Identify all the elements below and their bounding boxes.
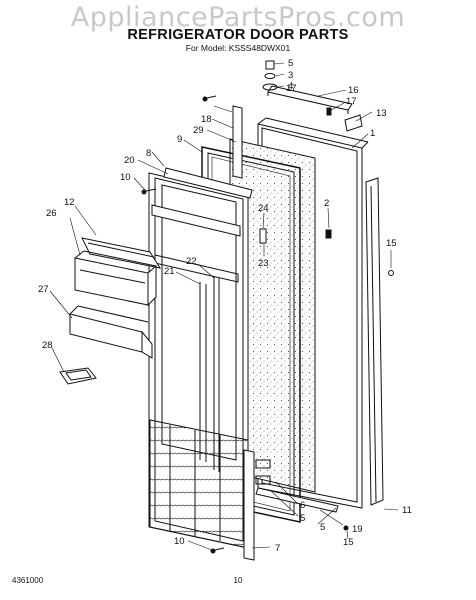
callout-label: 16 bbox=[348, 85, 359, 96]
callout-label: 7 bbox=[275, 543, 280, 554]
leader-lines bbox=[49, 62, 399, 551]
egg-tray bbox=[59, 367, 97, 385]
callout-label: 15 bbox=[386, 238, 397, 249]
watermark: AppliancePartsPros.com bbox=[70, 2, 406, 33]
callout-label: 11 bbox=[402, 505, 412, 516]
footer-page-number: 10 bbox=[233, 576, 243, 585]
callout-label: 5 bbox=[288, 58, 293, 69]
callout-label: 3 bbox=[288, 70, 293, 81]
screws bbox=[141, 95, 394, 554]
page-title: REFRIGERATOR DOOR PARTS bbox=[127, 27, 349, 43]
callout-label: 22 bbox=[186, 256, 197, 267]
callout-labels: 5 3 17 4 16 17 13 18 29 1 9 20 8 10 2 24… bbox=[38, 58, 412, 554]
callout-label: 17 bbox=[346, 96, 357, 107]
callout-label: 15 bbox=[343, 537, 354, 548]
callout-label: 8 bbox=[146, 148, 151, 159]
door-trim bbox=[163, 167, 253, 199]
callout-label: 23 bbox=[258, 258, 269, 269]
callout-label: 6 bbox=[300, 500, 305, 511]
callout-label: 20 bbox=[124, 155, 135, 166]
footer-code: 4361000 bbox=[12, 576, 44, 585]
dairy-compartment bbox=[74, 250, 157, 307]
hinge-cover bbox=[344, 114, 363, 132]
callout-label: 2 bbox=[324, 198, 329, 209]
callout-label: 4 bbox=[288, 81, 293, 92]
door-seal-strip bbox=[243, 449, 255, 561]
callout-label: 29 bbox=[193, 125, 204, 136]
callout-label: 28 bbox=[42, 340, 53, 351]
callout-label: 27 bbox=[38, 284, 49, 295]
callout-label: 19 bbox=[352, 524, 363, 535]
model-number: For Model: KSSS48DWX01 bbox=[185, 43, 291, 53]
callout-label: 13 bbox=[376, 108, 387, 119]
callout-label: 10 bbox=[120, 172, 131, 183]
callout-label: 17 bbox=[286, 83, 297, 94]
callout-label: 18 bbox=[201, 114, 212, 125]
door-shelf-bin bbox=[69, 305, 153, 359]
callout-label: 5 bbox=[300, 513, 305, 524]
door-hinge bbox=[267, 85, 353, 114]
hinge-pin-assembly bbox=[262, 60, 278, 91]
dairy-door bbox=[81, 237, 162, 269]
callout-label: 9 bbox=[177, 134, 182, 145]
lower-hinge-bracket bbox=[255, 459, 339, 513]
side-trim-strip bbox=[232, 105, 243, 179]
callout-label: 5 bbox=[320, 522, 325, 533]
callout-label: 1 bbox=[370, 128, 375, 139]
callout-label: 21 bbox=[164, 266, 175, 277]
callout-label: 24 bbox=[258, 203, 269, 214]
callout-label: 26 bbox=[46, 208, 57, 219]
handle-strip bbox=[365, 177, 384, 506]
callout-label: 12 bbox=[64, 197, 75, 208]
door-liner bbox=[148, 172, 249, 549]
callout-label: 10 bbox=[174, 536, 185, 547]
